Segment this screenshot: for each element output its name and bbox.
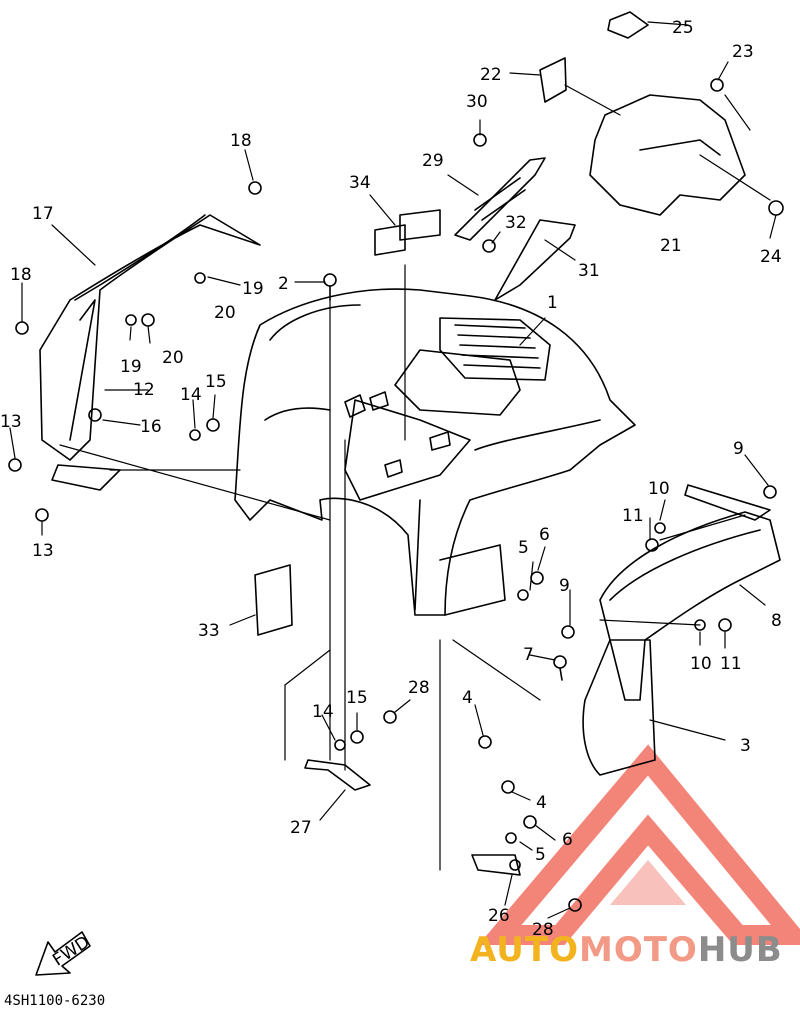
callout-11: 11 (720, 654, 742, 674)
callout-16: 16 (140, 417, 162, 437)
watermark-part-moto: MOTO (578, 930, 698, 970)
assembly-lines (59, 84, 771, 871)
callout-3: 3 (740, 736, 751, 756)
callout-26: 26 (488, 906, 510, 926)
callout-21: 21 (660, 236, 682, 256)
callout-14: 14 (180, 385, 202, 405)
callouts: 1 2 3 4 4 5 5 6 6 7 8 9 9 10 10 11 11 12… (0, 18, 782, 940)
callout-6: 6 (562, 830, 573, 850)
callout-29: 29 (422, 151, 444, 171)
rear-fender-part (234, 288, 636, 616)
callout-32: 32 (505, 213, 527, 233)
watermark-part-hub: HUB (697, 930, 783, 970)
callout-24: 24 (760, 247, 782, 267)
callout-11: 11 (622, 506, 644, 526)
callout-20: 20 (214, 303, 236, 323)
callout-9: 9 (733, 439, 744, 459)
fasteners (8, 78, 784, 912)
bracket-29-part (454, 157, 546, 241)
callout-9: 9 (559, 576, 570, 596)
callout-34: 34 (349, 173, 371, 193)
callout-19: 19 (242, 279, 264, 299)
right-flap-part (599, 484, 781, 701)
callout-31: 31 (578, 261, 600, 281)
callout-14: 14 (312, 702, 334, 722)
watermark-wordmark: AUTOMOTOHUB (470, 930, 783, 970)
callout-19: 19 (120, 357, 142, 377)
callout-27: 27 (290, 818, 312, 838)
callout-20: 20 (162, 348, 184, 368)
callout-22: 22 (480, 65, 502, 85)
callout-1: 1 (547, 293, 558, 313)
tail-cover-part (589, 94, 746, 216)
callout-28: 28 (532, 920, 554, 940)
callout-15: 15 (205, 372, 227, 392)
fwd-arrow-icon: FWD (35, 931, 93, 976)
callout-7: 7 (523, 645, 534, 665)
callout-18: 18 (230, 131, 252, 151)
callout-13: 13 (32, 541, 54, 561)
callout-6: 6 (539, 525, 550, 545)
callout-10: 10 (648, 479, 670, 499)
callout-23: 23 (732, 42, 754, 62)
left-flap-part (39, 214, 261, 491)
callout-15: 15 (346, 688, 368, 708)
stay-27-part (304, 759, 371, 791)
callout-8: 8 (771, 611, 782, 631)
callout-4: 4 (462, 688, 473, 708)
callout-33: 33 (198, 621, 220, 641)
callout-25: 25 (672, 18, 694, 38)
callout-28: 28 (408, 678, 430, 698)
callout-30: 30 (466, 92, 488, 112)
callout-10: 10 (690, 654, 712, 674)
fwd-label: FWD (49, 932, 93, 970)
callout-5: 5 (518, 538, 529, 558)
callout-13: 13 (0, 412, 22, 432)
watermark-logo-mark (478, 744, 800, 945)
watermark-part-auto: AUTO (470, 930, 579, 970)
callout-18: 18 (10, 265, 32, 285)
plate-22-part (539, 57, 567, 103)
callout-2: 2 (278, 274, 289, 294)
callout-12: 12 (133, 380, 155, 400)
label-33-part (254, 564, 293, 636)
leader-lines (9, 21, 777, 919)
label-34-part (374, 209, 441, 256)
document-code: 4SH1100-6230 (4, 993, 106, 1009)
mudguard-part (582, 639, 656, 776)
bracket-31-part (494, 219, 576, 301)
callout-17: 17 (32, 204, 54, 224)
callout-4: 4 (536, 793, 547, 813)
stay-26-part (471, 854, 521, 876)
callout-5: 5 (535, 845, 546, 865)
clip-25-part (607, 11, 649, 39)
